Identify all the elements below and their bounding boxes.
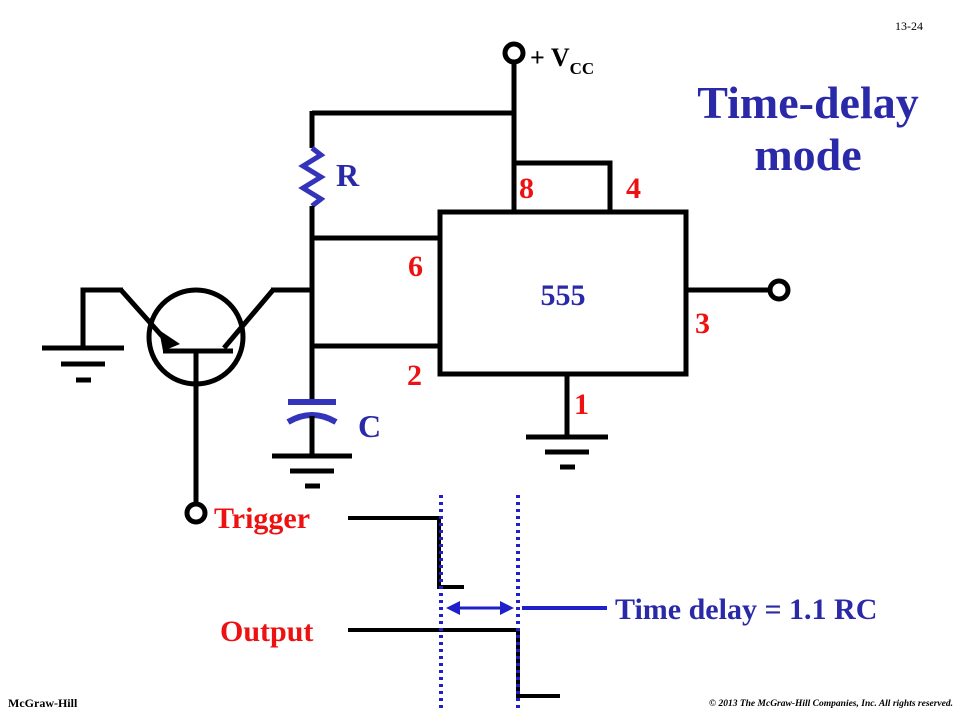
- emitter-arrow-icon: [159, 330, 180, 351]
- transistor-symbol: [80, 287, 314, 505]
- ground-symbol-capacitor: [272, 453, 352, 489]
- slide-title-line2: mode: [754, 129, 861, 180]
- page-number: 13-24: [895, 19, 923, 33]
- trigger-waveform: [348, 516, 464, 589]
- resistor-symbol: [298, 146, 326, 208]
- capacitor-bottom-plate: [286, 412, 338, 425]
- vcc-subscript: CC: [570, 59, 595, 78]
- output-waveform: [348, 628, 560, 698]
- trigger-label: Trigger: [214, 502, 310, 535]
- trigger-terminal: [184, 501, 208, 525]
- pin-6-label: 6: [408, 250, 423, 283]
- time-delay-formula: Time delay = 1.1 RC: [615, 593, 877, 626]
- vcc-terminal: [502, 41, 526, 212]
- ground-symbol-pin1: [526, 434, 608, 470]
- pin-1-label: 1: [574, 388, 589, 421]
- pin-3-label: 3: [695, 307, 710, 340]
- pin-4-label: 4: [626, 172, 641, 205]
- ic-555-body: [437, 209, 689, 377]
- slide-title-line1: Time-delay: [697, 77, 918, 128]
- arrow-right-icon: [500, 601, 514, 615]
- pin-8-label: 8: [519, 172, 534, 205]
- transistor-collector-lead: [222, 288, 275, 350]
- capacitor-label: C: [358, 408, 381, 444]
- ic-555-label: 555: [541, 279, 586, 312]
- resistor-label: R: [336, 157, 360, 193]
- delay-dimension-arrow: [446, 601, 607, 615]
- output-terminal: [767, 278, 791, 302]
- arrow-left-icon: [446, 601, 460, 615]
- ground-symbol-emitter: [42, 345, 124, 383]
- pin8-pin4-strap: [514, 160, 613, 212]
- emitter-ground-wire: [80, 287, 123, 348]
- output-label: Output: [220, 615, 313, 648]
- copyright-notice: © 2013 The McGraw-Hill Companies, Inc. A…: [709, 698, 953, 709]
- publisher-label: McGraw-Hill: [8, 696, 78, 710]
- vcc-terminal-circle: [502, 41, 526, 65]
- pin-2-label: 2: [407, 359, 422, 392]
- vcc-label: + VCC: [530, 43, 594, 78]
